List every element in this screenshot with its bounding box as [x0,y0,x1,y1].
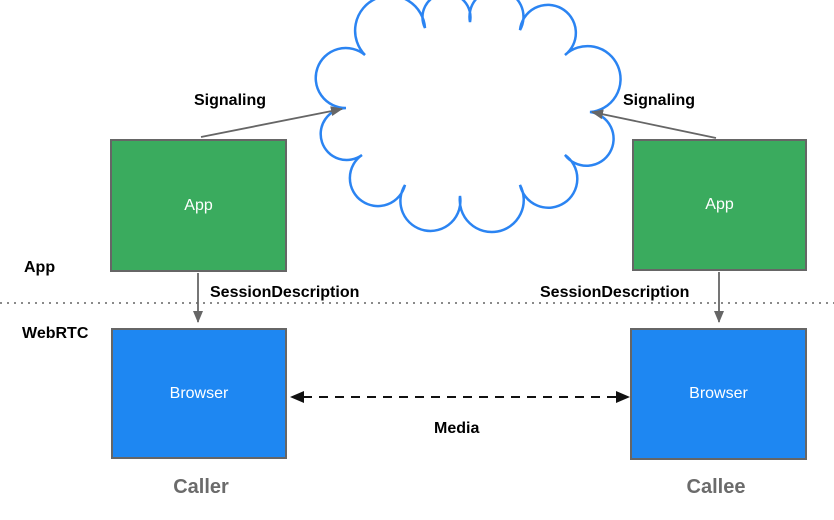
session-description-label-right: SessionDescription [540,284,690,301]
media-arrowhead-right [616,391,630,403]
media-arrowhead-left [290,391,304,403]
callee-app-node: App [632,139,807,271]
signaling-arrow-right [591,109,717,139]
signaling-label-right: Signaling [623,92,695,109]
layer-label-webrtc: WebRTC [22,325,89,342]
caller-app-node: App [110,139,287,272]
signaling-label-left: Signaling [194,92,266,109]
caller-browser-node: Browser [111,328,287,459]
callee-caption: Callee [686,476,746,498]
callee-browser-node: Browser [630,328,807,460]
caller-app-label: App [184,196,213,214]
signaling-cloud-icon [314,0,622,234]
session-description-label-left: SessionDescription [210,284,360,301]
signaling-arrow-left [200,106,343,138]
layer-label-app: App [24,259,56,276]
caller-browser-label: Browser [169,384,229,402]
callee-app-label: App [705,196,734,213]
caller-caption: Caller [173,476,229,498]
media-label: Media [434,420,480,437]
callee-browser-label: Browser [689,385,748,402]
